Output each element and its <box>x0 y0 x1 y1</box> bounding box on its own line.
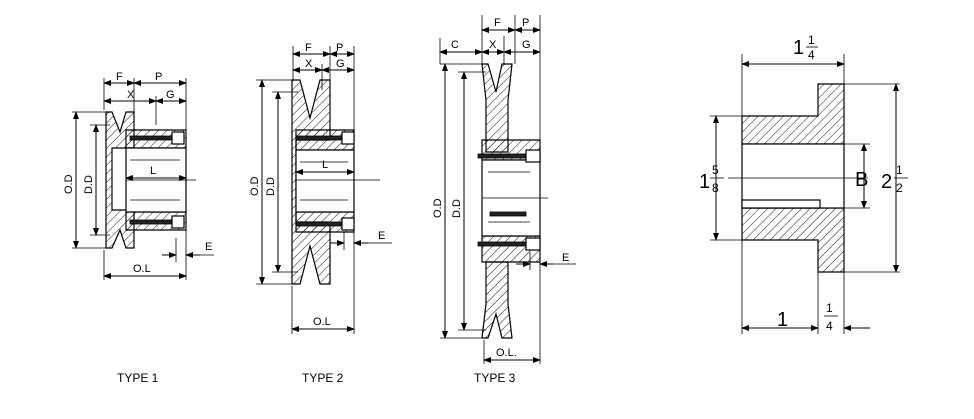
type1-P-label: P <box>155 71 162 83</box>
type2-X-label: X <box>305 58 313 70</box>
bush-detail-drawing: 1 1 4 1 5 8 B 2 1 2 1 1 4 <box>699 33 908 334</box>
detail-top-num: 1 <box>808 33 815 47</box>
type3-caption: TYPE 3 <box>474 371 516 385</box>
type2-OL-label: O.L <box>313 316 331 328</box>
type3-C-label: C <box>451 39 459 51</box>
detail-left-whole: 1 <box>699 171 710 193</box>
type3-G-label: G <box>522 39 531 51</box>
type2-F-label: F <box>305 42 312 54</box>
type2-caption: TYPE 2 <box>302 371 344 385</box>
type1-OD-label: O.D <box>63 174 75 194</box>
type3-OL-label: O.L. <box>496 347 517 359</box>
type3-drawing: F P C X G O.D D.D E O.L. <box>432 15 576 385</box>
type2-P-label: P <box>336 42 343 54</box>
detail-top-den: 4 <box>808 48 815 62</box>
detail-left-num: 5 <box>712 163 719 177</box>
type1-OL-label: O.L <box>133 263 151 275</box>
detail-right-den: 2 <box>896 181 903 195</box>
type1-F-label: F <box>116 71 123 83</box>
type3-F-label: F <box>494 17 501 29</box>
type1-X-label: X <box>127 89 135 101</box>
type2-L-label: L <box>322 159 328 171</box>
detail-bottom-whole: 1 <box>777 309 788 331</box>
type1-L-label: L <box>150 165 156 177</box>
type1-drawing: F P X G L O.D D.D E <box>63 71 214 385</box>
detail-right-num: 1 <box>896 163 903 177</box>
detail-bottom-num: 1 <box>826 301 833 315</box>
detail-right-whole: 2 <box>881 171 892 193</box>
type2-drawing: F P X G L O.D D.D E O.L TYPE 2 <box>249 42 392 385</box>
detail-top-whole: 1 <box>793 37 804 59</box>
type3-E-label: E <box>562 252 569 264</box>
type3-OD-label: O.D <box>432 198 444 218</box>
type1-G-label: G <box>166 89 175 101</box>
type2-E-label: E <box>378 230 385 242</box>
type2-OD-label: O.D <box>249 176 261 196</box>
type2-G-label: G <box>336 58 345 70</box>
type3-P-label: P <box>522 17 529 29</box>
detail-bottom-den: 4 <box>826 319 833 333</box>
type1-E-label: E <box>205 241 212 253</box>
detail-bore-label: B <box>855 169 868 191</box>
type2-DD-label: D.D <box>265 177 277 196</box>
detail-left-den: 8 <box>712 181 719 195</box>
type3-DD-label: D.D <box>451 199 463 218</box>
type1-caption: TYPE 1 <box>117 371 159 385</box>
type3-X-label: X <box>489 39 497 51</box>
type1-DD-label: D.D <box>83 175 95 194</box>
